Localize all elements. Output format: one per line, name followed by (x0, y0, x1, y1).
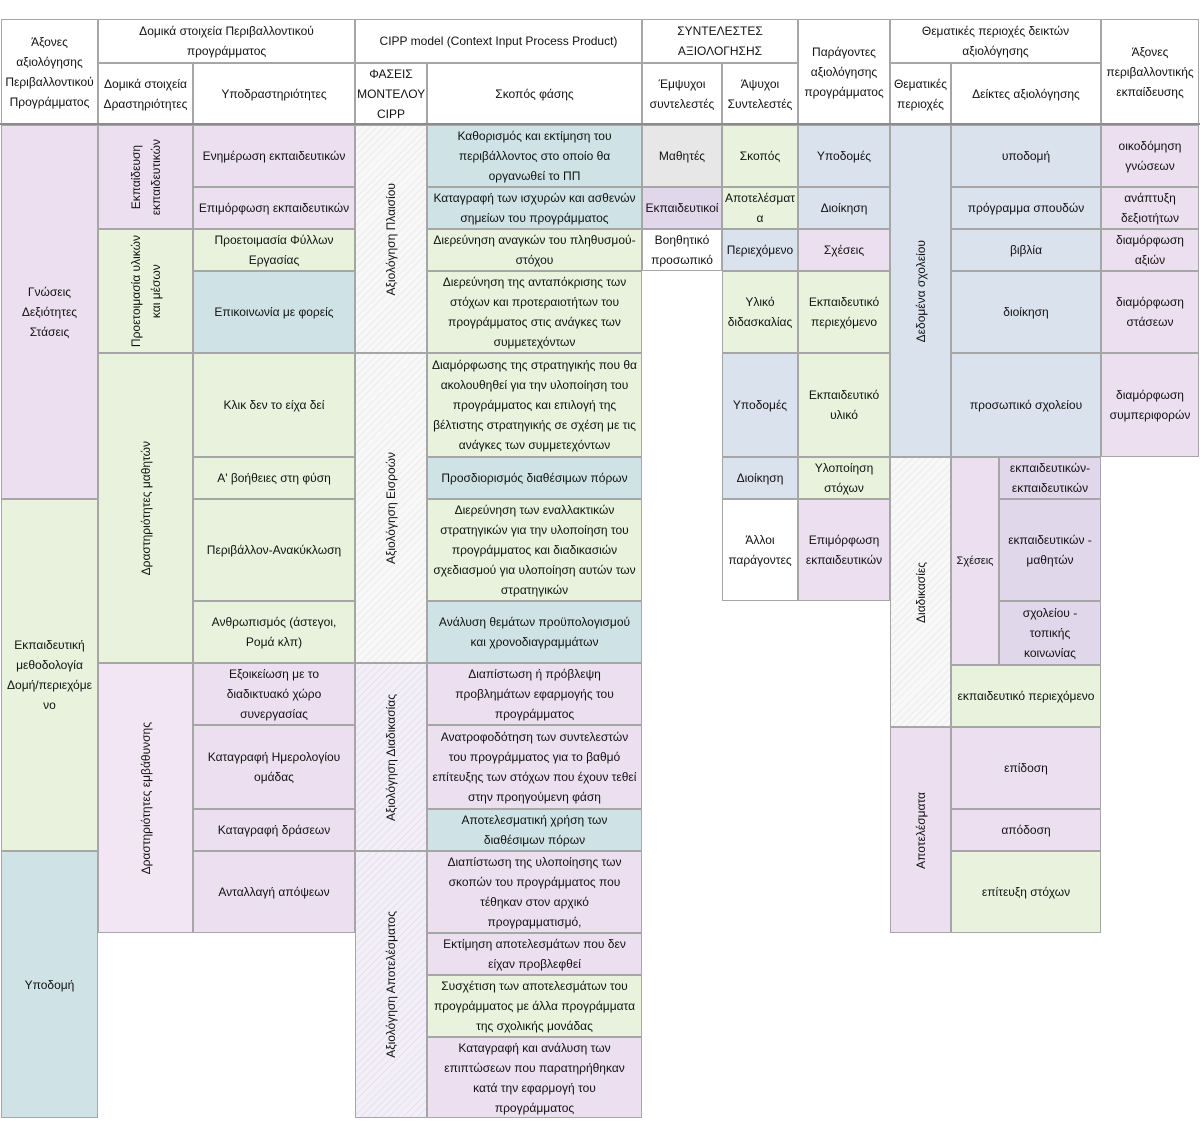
header-thematic-areas: Θεματικές περιοχές (890, 63, 951, 124)
purpose-context-1: Καθορισμός και εκτίμηση του περιβάλλοντο… (427, 125, 642, 187)
animate-teachers: Εκπαιδευτικοί (642, 187, 722, 229)
header-program-factors: Παράγοντες αξιολόγησης προγράμματος (798, 19, 890, 124)
indicator-school-staff: προσωπικό σχολείου (951, 353, 1101, 457)
inanimate-other-factors: Άλλοι παράγοντες (722, 499, 798, 601)
purpose-process-1: Διαπίστωση ή πρόβλεψη προβλημάτων εφαρμο… (427, 663, 642, 725)
indicator-goal-achievement: επίτευξη στόχων (951, 851, 1101, 933)
header-cipp-model: CIPP model (Context Input Process Produc… (355, 19, 642, 63)
header-divider (0, 123, 1200, 125)
inanimate-administration: Διοίκηση (722, 457, 798, 499)
purpose-process-2: Ανατροφοδότηση των συντελεστών του προγρ… (427, 725, 642, 809)
env-axis-values: διαμόρφωση αξιών (1101, 229, 1199, 271)
subactivity-first-aid: Α' βοήθειες στη φύση (193, 457, 355, 499)
env-axis-attitudes: διαμόρφωση στάσεων (1101, 271, 1199, 353)
activity-teacher-training: Εκπαίδευση εκπαιδευτικών (98, 125, 193, 229)
header-thematic-indicators: Θεματικές περιοχές δεικτών αξιολόγησης (890, 19, 1101, 63)
header-env-education-axes: Άξονες περιβαλλοντικής εκπαίδευσης (1101, 19, 1199, 124)
indicator-school-community: σχολείου - τοπικής κοινωνίας (999, 601, 1101, 665)
indicator-yield: απόδοση (951, 809, 1101, 851)
subactivity-contact-agencies: Επικοινωνία με φορείς (193, 271, 355, 353)
header-animate-factors: Έμψυχοι συντελεστές (642, 63, 722, 124)
indicator-administration: διοίκηση (951, 271, 1101, 353)
header-axes-evaluation: Άξονες αξιολόγησης Περιβαλλοντικού Προγρ… (1, 19, 98, 124)
thematic-processes: Διαδικασίες (890, 457, 951, 727)
header-model-phases: ΦΑΣΕΙΣ ΜΟΝΤΕΛΟΥ CIPP (355, 63, 427, 124)
factor-goal-implementation: Υλοποίηση στόχων (798, 457, 890, 499)
purpose-process-3: Αποτελεσματική χρήση των διαθέσιμων πόρω… (427, 809, 642, 851)
indicator-teacher-teacher: εκπαιδευτικών-εκπαιδευτικών (999, 457, 1101, 499)
axis-infrastructure: Υποδομή (1, 851, 98, 1118)
axis-methodology: Εκπαιδευτική μεθοδολογία Δομή/περιεχόμε … (1, 499, 98, 851)
subactivity-humanism: Ανθρωπισμός (άστεγοι, Ρομά κλπ) (193, 601, 355, 663)
purpose-input-1: Διαμόρφωσης της στρατηγικής που θα ακολο… (427, 353, 642, 457)
header-indicators: Δείκτες αξιολόγησης (951, 63, 1101, 124)
phase-process-evaluation: Αξιολόγηση Διαδικασίας (355, 663, 427, 851)
header-structural-elements: Δομικά στοιχεία Περιβαλλοντικού προγράμμ… (98, 19, 355, 63)
header-phase-purpose: Σκοπός φάσης (427, 63, 642, 124)
animate-students: Μαθητές (642, 125, 722, 187)
thematic-relations: Σχέσεις (951, 457, 999, 665)
phase-product-evaluation: Αξιολόγηση Αποτελέσματος (355, 851, 427, 1118)
animate-support-staff: Βοηθητικό προσωπικό (642, 229, 722, 271)
activity-student-activities: Δραστηριότητες μαθητών (98, 353, 193, 663)
subactivity-online-familiarization: Εξοικείωση με το διαδικτυακό χώρο συνεργ… (193, 663, 355, 725)
inanimate-purpose: Σκοπός (722, 125, 798, 187)
subactivity-worksheets: Προετοιμασία Φύλλων Εργασίας (193, 229, 355, 271)
purpose-input-4: Ανάλυση θεμάτων προϋπολογισμού και χρονο… (427, 601, 642, 663)
subactivity-opinion-exchange: Ανταλλαγή απόψεων (193, 851, 355, 933)
header-subactivities: Υποδραστηριότητες (193, 63, 355, 124)
indicator-books: βιβλία (951, 229, 1101, 271)
inanimate-results: Αποτελέσματ α (722, 187, 798, 229)
subactivity-teacher-training: Επιμόρφωση εκπαιδευτικών (193, 187, 355, 229)
header-structural-activities: Δομικά στοιχεία Δραστηριότητες (98, 63, 193, 124)
factor-educational-material: Εκπαιδευτικό υλικό (798, 353, 890, 457)
inanimate-teaching-material: Υλικό διδασκαλίας (722, 271, 798, 353)
purpose-input-3: Διερεύνηση των εναλλακτικών στρατηγικών … (427, 499, 642, 601)
subactivity-group-diary: Καταγραφή Ημερολογίου ομάδας (193, 725, 355, 809)
activity-material-preparation: Προετοιμασία υλικών και μέσων (98, 229, 193, 353)
thematic-results: Αποτελέσματα (890, 727, 951, 933)
subactivity-action-log: Καταγραφή δράσεων (193, 809, 355, 851)
subactivity-teacher-briefing: Ενημέρωση εκπαιδευτικών (193, 125, 355, 187)
purpose-product-4: Καταγραφή και ανάλυση των επιπτώσεων που… (427, 1037, 642, 1118)
factor-relations: Σχέσεις (798, 229, 890, 271)
thematic-school-data: Δεδομένα σχολείου (890, 125, 951, 457)
factor-teacher-training: Επιμόρφωση εκπαιδευτικών (798, 499, 890, 601)
purpose-context-4: Διερεύνηση της ανταπόκρισης των στόχων κ… (427, 271, 642, 353)
purpose-input-2: Προσδιορισμός διαθέσιμων πόρων (427, 457, 642, 499)
header-inanimate-factors: Άψυχοι Συντελεστές (722, 63, 798, 124)
env-axis-skills: ανάπτυξη δεξιοτήτων (1101, 187, 1199, 229)
activity-deepening-activities: Δραστηριότητες εμβάθυνσης (98, 663, 193, 933)
env-axis-knowledge: οικοδόμηση γνώσεων (1101, 125, 1199, 187)
indicator-infrastructure: υποδομή (951, 125, 1101, 187)
subactivity-click: Κλικ δεν το είχα δεί (193, 353, 355, 457)
factor-educational-content: Εκπαιδευτικό περιεχόμενο (798, 271, 890, 353)
purpose-context-3: Διερεύνηση αναγκών του πληθυσμού-στόχου (427, 229, 642, 271)
factor-administration: Διοίκηση (798, 187, 890, 229)
inanimate-infrastructure: Υποδομές (722, 353, 798, 457)
purpose-context-2: Καταγραφή των ισχυρών και ασθενών σημείω… (427, 187, 642, 229)
factor-infrastructure: Υποδομές (798, 125, 890, 187)
indicator-performance: επίδοση (951, 727, 1101, 809)
phase-input-evaluation: Αξιολόγηση Εισροών (355, 353, 427, 663)
phase-context-evaluation: Αξιολόγηση Πλαισίου (355, 125, 427, 353)
purpose-product-3: Συσχέτιση των αποτελεσμάτων του προγράμμ… (427, 975, 642, 1037)
purpose-product-2: Εκτίμηση αποτελεσμάτων που δεν είχαν προ… (427, 933, 642, 975)
subactivity-recycling: Περιβάλλον-Ανακύκλωση (193, 499, 355, 601)
indicator-teacher-student: εκπαιδευτικών - μαθητών (999, 499, 1101, 601)
axis-knowledge-skills: Γνώσεις Δεξιότητες Στάσεις (1, 125, 98, 499)
header-evaluation-factors: ΣΥΝΤΕΛΕΣΤΕΣ ΑΞΙΟΛΟΓΗΣΗΣ (642, 19, 798, 63)
inanimate-content: Περιεχόμενο (722, 229, 798, 271)
indicator-educational-content: εκπαιδευτικό περιεχόμενο (951, 665, 1101, 727)
purpose-product-1: Διαπίστωση της υλοποίησης των σκοπών του… (427, 851, 642, 933)
env-axis-behaviors: διαμόρφωση συμπεριφορών (1101, 353, 1199, 457)
indicator-curriculum: πρόγραμμα σπουδών (951, 187, 1101, 229)
